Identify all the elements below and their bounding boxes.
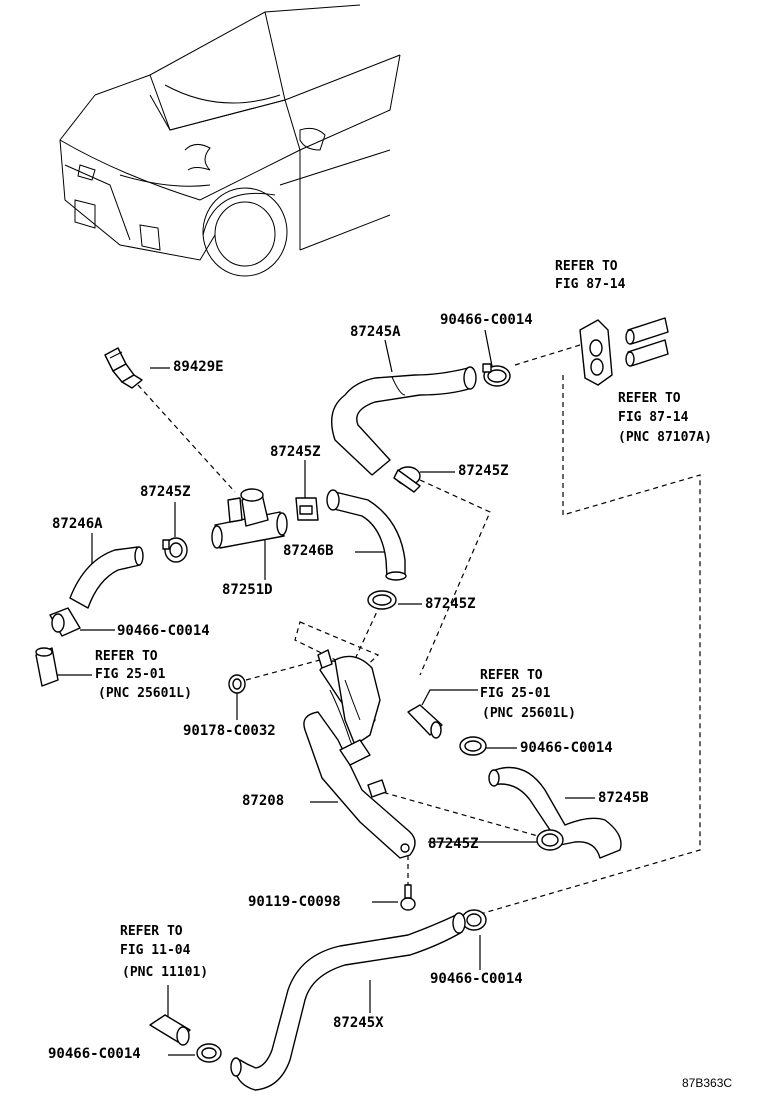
label-87245Z-mid: 87245Z	[425, 596, 476, 612]
label-87251D: 87251D	[222, 582, 273, 598]
dash-clamp-to-connector	[514, 344, 581, 366]
label-87245Z-clip: 87245Z	[270, 444, 321, 460]
label-90466-top: 90466-C0014	[440, 312, 533, 328]
label-87245Z-upper: 87245Z	[458, 463, 509, 479]
ref-left-line2: FIG 25-01	[95, 667, 166, 682]
ref-bot-line1: REFER TO	[120, 924, 183, 939]
dash-to-87245Z-low	[374, 789, 546, 839]
ref-right-line2: FIG 87-14	[618, 410, 689, 425]
hose-87245X	[230, 912, 466, 1091]
hose-87245B	[488, 766, 622, 859]
diagram-code: 87B363C	[682, 1076, 733, 1090]
clamp-90466-right	[459, 736, 487, 756]
ref-left-line3: (PNC 25601L)	[98, 686, 192, 701]
bolt-90119	[400, 884, 416, 911]
sensor-89429E	[104, 347, 143, 389]
clamp-90466-top	[482, 363, 511, 387]
clamp-87245Z-mid	[367, 590, 397, 610]
dash-90178	[245, 659, 321, 681]
label-87246B: 87246B	[283, 543, 334, 559]
bracket-87208	[303, 649, 416, 859]
dash-upper-loop	[419, 479, 491, 676]
ref-mid-line1: REFER TO	[480, 668, 543, 683]
label-90466-lowright: 90466-C0014	[430, 971, 523, 987]
label-90119: 90119-C0098	[248, 894, 341, 910]
hose-87246A	[69, 546, 144, 609]
label-90466-right: 90466-C0014	[520, 740, 613, 756]
grommet-90178	[228, 674, 246, 694]
leader-90466-top	[484, 329, 493, 367]
label-87245Z-left: 87245Z	[140, 484, 191, 500]
label-87246A: 87246A	[52, 516, 103, 532]
leader-ref-mid	[421, 689, 478, 706]
ref-bot-line2: FIG 11-04	[120, 943, 191, 958]
clamp-87245Z-upper	[393, 466, 421, 493]
label-87245X: 87245X	[333, 1015, 384, 1031]
hose-87246B	[326, 489, 407, 581]
label-87208: 87208	[242, 793, 285, 809]
leader-87245A	[384, 339, 393, 373]
label-87245Z-low: 87245Z	[428, 836, 479, 852]
ref-left-line1: REFER TO	[95, 649, 158, 664]
connector-87107A	[579, 317, 669, 386]
label-90466-left: 90466-C0014	[117, 623, 210, 639]
dash-right-loop	[469, 375, 701, 918]
pipe-87251D	[211, 488, 288, 549]
dash-sensor-to-pipe	[137, 384, 236, 493]
label-90466-bottom: 90466-C0014	[48, 1046, 141, 1062]
label-90178: 90178-C0032	[183, 723, 276, 739]
clamp-90466-left	[49, 607, 81, 637]
leader-lines	[48, 329, 701, 1056]
ref-right-line3: (PNC 87107A)	[618, 430, 712, 445]
label-87245A: 87245A	[350, 324, 401, 340]
ref-bot-line3: (PNC 11101)	[122, 965, 209, 980]
pipe-ref-25601L-left	[35, 647, 59, 687]
label-87245B: 87245B	[598, 790, 649, 806]
clamp-87245Z-low	[536, 829, 564, 851]
clamp-90466-bottom	[196, 1043, 222, 1063]
clamp-87245Z-left	[162, 537, 188, 563]
clamp-90466-lowright	[461, 909, 487, 931]
ref-mid-line3: (PNC 25601L)	[482, 706, 576, 721]
ref-mid-line2: FIG 25-01	[480, 686, 551, 701]
clip-87245Z	[295, 497, 319, 521]
pipe-ref-11101	[149, 1014, 191, 1046]
dash-mid-vert	[349, 604, 381, 671]
ref-top-line2: FIG 87-14	[555, 277, 626, 292]
ref-top-line1: REFER TO	[555, 259, 618, 274]
label-89429E: 89429E	[173, 359, 224, 375]
hose-87245A	[331, 366, 477, 476]
car-illustration	[59, 4, 401, 277]
pipe-ref-25601L-mid	[407, 704, 443, 739]
ref-right-line1: REFER TO	[618, 391, 681, 406]
